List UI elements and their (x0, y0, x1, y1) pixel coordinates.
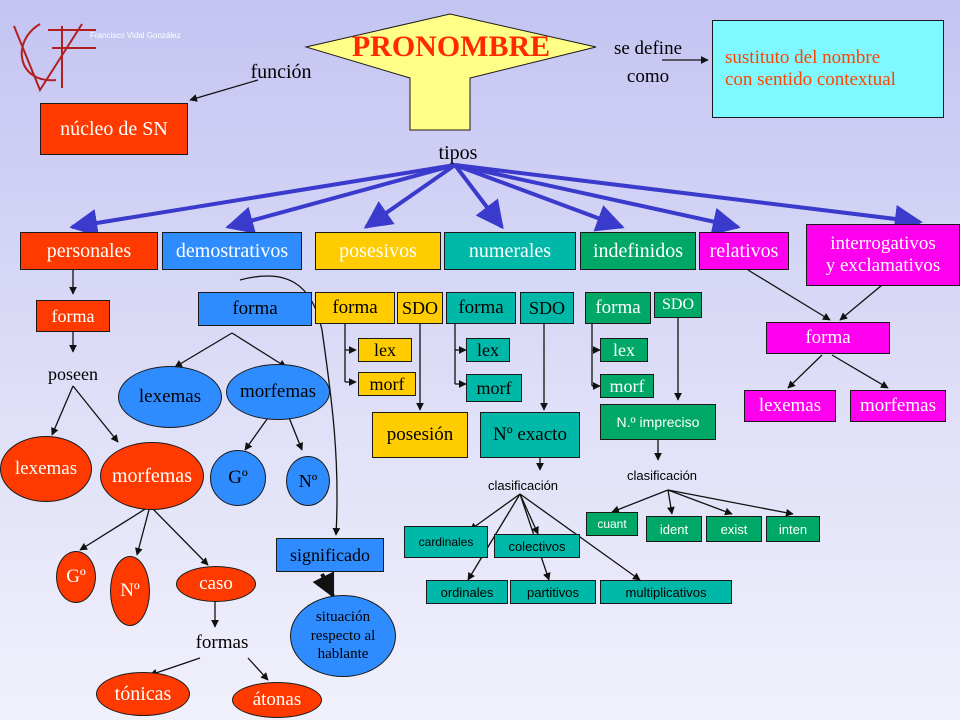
posesivos-posesion: posesión (372, 412, 468, 458)
funcion-label: función (250, 60, 312, 83)
demostrativos-genero: Gº (210, 450, 266, 506)
type-personales: personales (20, 232, 158, 270)
interrogativos-morfemas: morfemas (850, 390, 946, 422)
numerales-partitivos: partitivos (510, 580, 596, 604)
demostrativos-morfemas: morfemas (226, 364, 330, 420)
definition-line-2: con sentido contextual (725, 69, 896, 90)
indefinidos-inten: inten (766, 516, 820, 542)
indefinidos-impreciso: N.º impreciso (600, 404, 716, 440)
demostrativos-lexemas: lexemas (118, 366, 222, 428)
personales-numero: Nº (110, 556, 150, 626)
numerales-lex: lex (466, 338, 510, 362)
situacion-line-3: hablante (317, 646, 369, 663)
tipos-label: tipos (438, 141, 478, 164)
definition-line-1: sustituto del nombre (725, 47, 881, 69)
indefinidos-sdo: SDO (654, 292, 702, 318)
formas-label: formas (195, 632, 249, 654)
personales-caso: caso (176, 566, 256, 602)
interrogativos-lexemas: lexemas (744, 390, 836, 422)
demostrativos-forma: forma (198, 292, 312, 326)
demostrativos-numero: Nº (286, 456, 330, 506)
indefinidos-ident: ident (646, 516, 702, 542)
indefinidos-exist: exist (706, 516, 762, 542)
interrogativos-line-2: y exclamativos (825, 255, 941, 276)
numerales-colectivos: colectivos (494, 534, 580, 558)
numerales-forma: forma (446, 292, 516, 324)
numerales-ordinales: ordinales (426, 580, 508, 604)
type-indefinidos: indefinidos (580, 232, 696, 270)
interrogativos-forma: forma (766, 322, 890, 354)
personales-forma: forma (36, 300, 110, 332)
numerales-exacto: Nº exacto (480, 412, 580, 458)
numerales-sdo: SDO (520, 292, 574, 324)
numerales-morf: morf (466, 374, 522, 402)
indefinidos-morf: morf (600, 374, 654, 398)
clasificacion-indefinidos-label: clasificación (626, 467, 698, 483)
personales-morfemas: morfemas (100, 442, 204, 510)
type-relativos: relativos (699, 232, 789, 270)
type-posesivos: posesivos (315, 232, 441, 270)
situacion-line-2: respecto al (310, 627, 376, 644)
type-interrogativos: interrogativos y exclamativos (806, 224, 960, 286)
personales-lexemas: lexemas (0, 436, 92, 502)
se-define-label: se define (613, 38, 683, 60)
numerales-multiplicativos: multiplicativos (600, 580, 732, 604)
page-title: PRONOMBRE (351, 29, 551, 63)
personales-tonicas: tónicas (96, 672, 190, 716)
indefinidos-lex: lex (600, 338, 648, 362)
title-diamond (304, 13, 597, 131)
personales-genero: Gº (56, 551, 96, 603)
situacion-line-1: situación (315, 608, 371, 625)
posesivos-morf: morf (358, 372, 416, 396)
posesivos-sdo: SDO (397, 292, 443, 324)
logo-text: Francisco Vidal González (90, 30, 181, 40)
indefinidos-cuant: cuant (586, 512, 638, 536)
demostrativos-significado: significado (276, 538, 384, 572)
poseen-label: poseen (48, 363, 98, 384)
como-label: como (626, 66, 670, 88)
numerales-cardinales: cardinales (404, 526, 488, 558)
indefinidos-forma: forma (585, 292, 651, 324)
personales-atonas: átonas (232, 682, 322, 718)
clasificacion-numerales-label: clasificación (487, 477, 559, 493)
interrogativos-line-1: interrogativos (830, 233, 936, 255)
demostrativos-situacion: situación respecto al hablante (290, 595, 396, 677)
nucleo-box: núcleo de SN (40, 103, 188, 155)
definition-box: sustituto del nombre con sentido context… (712, 20, 944, 118)
logo-icon (13, 23, 96, 93)
type-numerales: numerales (444, 232, 576, 270)
posesivos-forma: forma (315, 292, 395, 324)
type-demostrativos: demostrativos (162, 232, 302, 270)
posesivos-lex: lex (358, 338, 412, 362)
